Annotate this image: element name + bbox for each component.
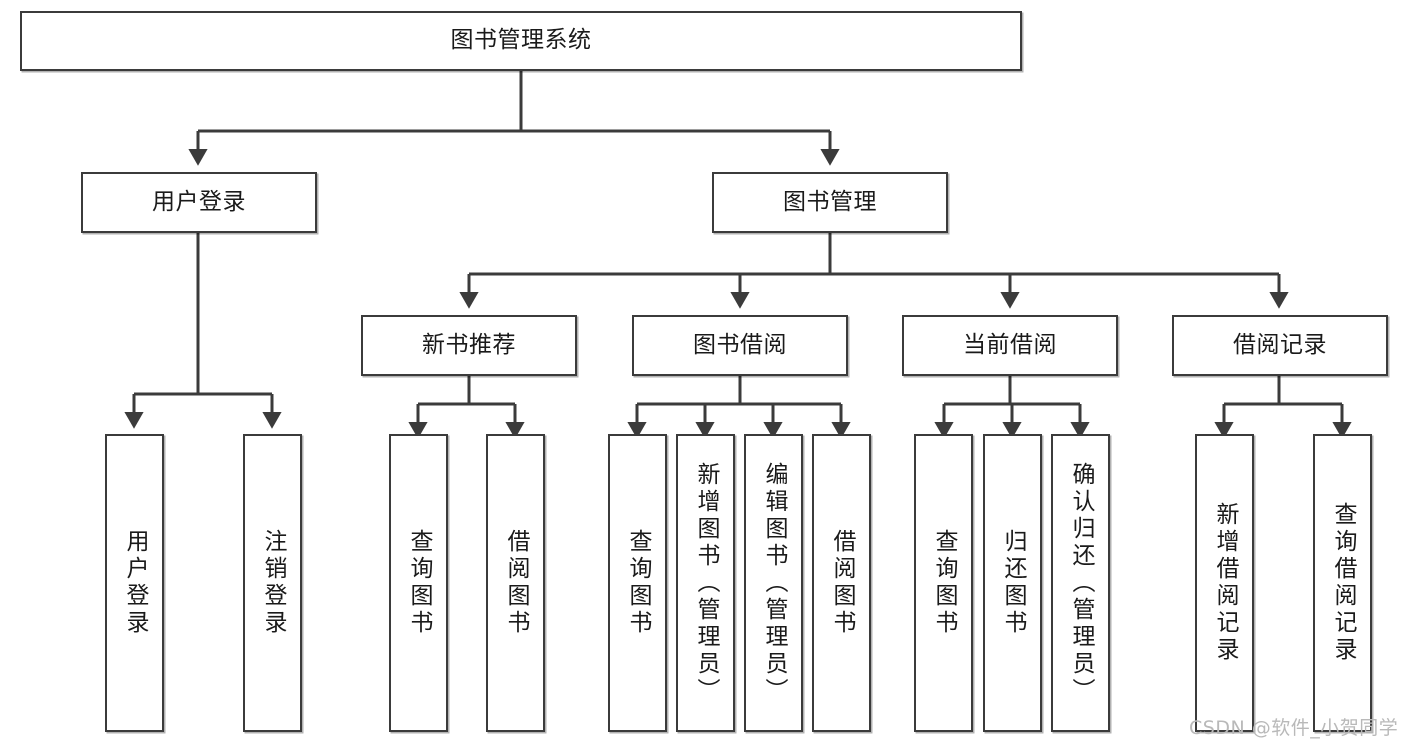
node-leaf-query-book-borrow[interactable]: 查询图书	[608, 434, 667, 732]
node-label: 新书推荐	[422, 331, 516, 358]
node-leaf-add-book-admin[interactable]: 新增图书（管理员）	[676, 434, 735, 732]
node-label: 借阅图书	[829, 529, 855, 637]
csdn-watermark: CSDN @软件_小贺同学	[1189, 717, 1399, 739]
node-new-book-recommendation[interactable]: 新书推荐	[361, 315, 577, 376]
node-leaf-borrow-book-new[interactable]: 借阅图书	[486, 434, 545, 732]
node-label: 确认归还（管理员）	[1068, 461, 1094, 705]
node-label: 查询图书	[625, 529, 651, 637]
node-label: 图书借阅	[693, 331, 787, 358]
node-leaf-user-login[interactable]: 用户登录	[105, 434, 164, 732]
node-leaf-borrow-book[interactable]: 借阅图书	[812, 434, 871, 732]
node-leaf-query-book-new[interactable]: 查询图书	[389, 434, 448, 732]
node-label: 新增图书（管理员）	[693, 461, 719, 705]
node-leaf-query-borrow-record[interactable]: 查询借阅记录	[1313, 434, 1372, 732]
node-label: 用户登录	[122, 529, 148, 637]
node-borrow-record[interactable]: 借阅记录	[1172, 315, 1388, 376]
node-leaf-query-book-current[interactable]: 查询图书	[914, 434, 973, 732]
node-label: 归还图书	[1000, 529, 1026, 637]
node-label: 注销登录	[260, 529, 286, 637]
node-user-login[interactable]: 用户登录	[81, 172, 317, 233]
node-label: 新增借阅记录	[1212, 502, 1238, 664]
node-label: 借阅图书	[503, 529, 529, 637]
node-current-borrow[interactable]: 当前借阅	[902, 315, 1118, 376]
node-label: 当前借阅	[963, 331, 1057, 358]
node-label: 查询借阅记录	[1330, 502, 1356, 664]
node-leaf-add-borrow-record[interactable]: 新增借阅记录	[1195, 434, 1254, 732]
node-label: 图书管理系统	[450, 27, 592, 54]
node-label: 图书管理	[783, 188, 877, 215]
node-label: 查询图书	[406, 529, 432, 637]
node-book-management[interactable]: 图书管理	[712, 172, 948, 233]
node-label: 借阅记录	[1233, 331, 1327, 358]
node-label: 编辑图书（管理员）	[761, 461, 787, 705]
node-leaf-logout[interactable]: 注销登录	[243, 434, 302, 732]
node-label: 查询图书	[931, 529, 957, 637]
node-root-book-management-system[interactable]: 图书管理系统	[20, 11, 1022, 71]
node-leaf-return-book[interactable]: 归还图书	[983, 434, 1042, 732]
node-leaf-confirm-return-admin[interactable]: 确认归还（管理员）	[1051, 434, 1110, 732]
node-label: 用户登录	[152, 188, 246, 215]
node-leaf-edit-book-admin[interactable]: 编辑图书（管理员）	[744, 434, 803, 732]
node-book-borrow[interactable]: 图书借阅	[632, 315, 848, 376]
